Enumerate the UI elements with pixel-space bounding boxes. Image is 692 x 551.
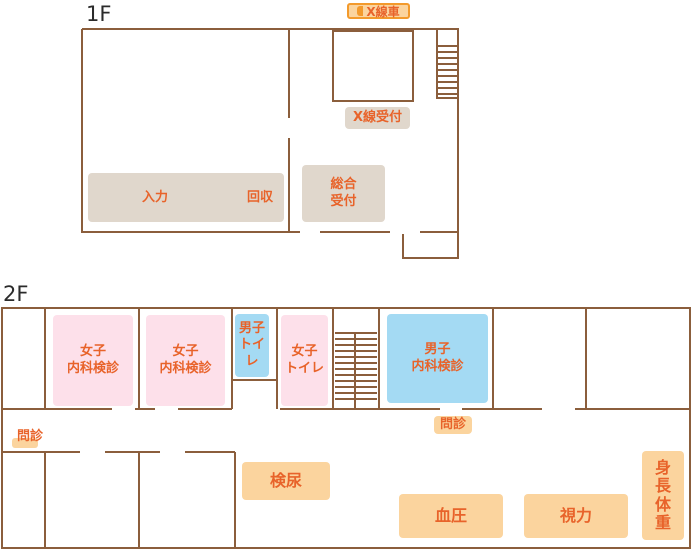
male-toilet: 男子 トイレ [235, 314, 269, 377]
interview-left-area: 問診 [12, 426, 48, 448]
xray-dot-icon [357, 6, 364, 16]
female-internal-2-label-1: 女子 [172, 344, 199, 360]
xray-reception-area: X線受付 [345, 107, 410, 129]
collection-label: 回収 [247, 190, 274, 205]
urinalysis-label: 検尿 [269, 471, 302, 490]
male-toilet-label-2: トイレ [238, 337, 265, 369]
urinalysis-station: 検尿 [242, 462, 330, 500]
male-internal-label-1: 男子 [424, 342, 451, 358]
female-internal-exam-1: 女子 内科検診 [53, 315, 133, 406]
female-toilet-label-2: トイレ [284, 360, 324, 376]
female-internal-2-label-2: 内科検診 [159, 360, 212, 376]
male-internal-label-2: 内科検診 [411, 358, 464, 374]
floor1-outer-wall [82, 28, 459, 259]
body-measure-char-1: 身 [654, 457, 671, 477]
general-reception-label-2: 受付 [330, 193, 357, 209]
blood-pressure-station: 血圧 [399, 494, 503, 538]
xray-vehicle-sign: X線車 [347, 3, 410, 19]
female-internal-1-label-1: 女子 [79, 344, 106, 360]
body-measure-char-2: 長 [654, 476, 671, 496]
body-measure-char-4: 重 [654, 512, 671, 532]
vision-station: 視力 [524, 494, 628, 538]
interview-left-label: 問診 [16, 428, 43, 444]
floor2-label: 2F [3, 282, 29, 306]
general-reception-label-1: 総合 [330, 177, 357, 193]
interview-right-label: 問診 [439, 416, 466, 432]
female-toilet-label-1: 女子 [291, 344, 318, 360]
floor1-label: 1F [86, 2, 112, 26]
floor1-stairs [436, 45, 459, 99]
interview-left-mark [12, 438, 38, 448]
height-weight-station: 身 長 体 重 [642, 451, 684, 540]
female-toilet: 女子 トイレ [281, 315, 328, 406]
vision-label: 視力 [559, 506, 592, 525]
general-reception-area: 総合 受付 [302, 165, 385, 222]
female-internal-exam-2: 女子 内科検診 [146, 315, 225, 406]
interview-right-area: 問診 [434, 416, 472, 434]
input-collection-area: 入力 回収 [88, 173, 284, 222]
floor2-outer-wall [1, 307, 691, 549]
blood-pressure-label: 血圧 [434, 506, 467, 525]
floor2-stairs [335, 332, 377, 409]
male-toilet-label-1: 男子 [238, 321, 265, 337]
body-measure-char-3: 体 [654, 494, 671, 514]
xray-reception-label: X線受付 [352, 109, 403, 125]
male-internal-exam: 男子 内科検診 [387, 314, 488, 403]
input-label: 入力 [142, 190, 169, 205]
female-internal-1-label-2: 内科検診 [66, 360, 119, 376]
xray-vehicle-label: X線車 [366, 4, 400, 19]
